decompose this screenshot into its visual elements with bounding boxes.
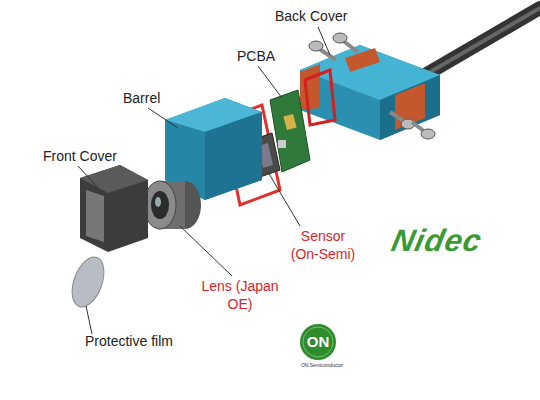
supplier-label: Lens (Japan OE) — [200, 278, 280, 313]
part-label: Front Cover — [43, 148, 143, 166]
cable-highlight — [425, 8, 540, 75]
cable — [425, 8, 540, 75]
leader-lines — [78, 27, 330, 334]
part-label: Barrel — [123, 90, 193, 108]
back-cover — [300, 45, 440, 140]
part-label: PCBA — [237, 48, 297, 66]
protective-film — [66, 253, 110, 311]
front-cover — [80, 165, 148, 252]
part-label: Back Cover — [275, 8, 385, 26]
on-logo-circle — [300, 324, 336, 360]
logo-caption: ON Semiconductor — [292, 362, 352, 368]
company-logo: Nidec — [388, 222, 540, 261]
on-logo-text: ON — [300, 333, 336, 352]
lens — [144, 181, 201, 229]
supplier-label: Sensor (On-Semi) — [286, 228, 360, 263]
part-label: Protective film — [85, 333, 215, 351]
